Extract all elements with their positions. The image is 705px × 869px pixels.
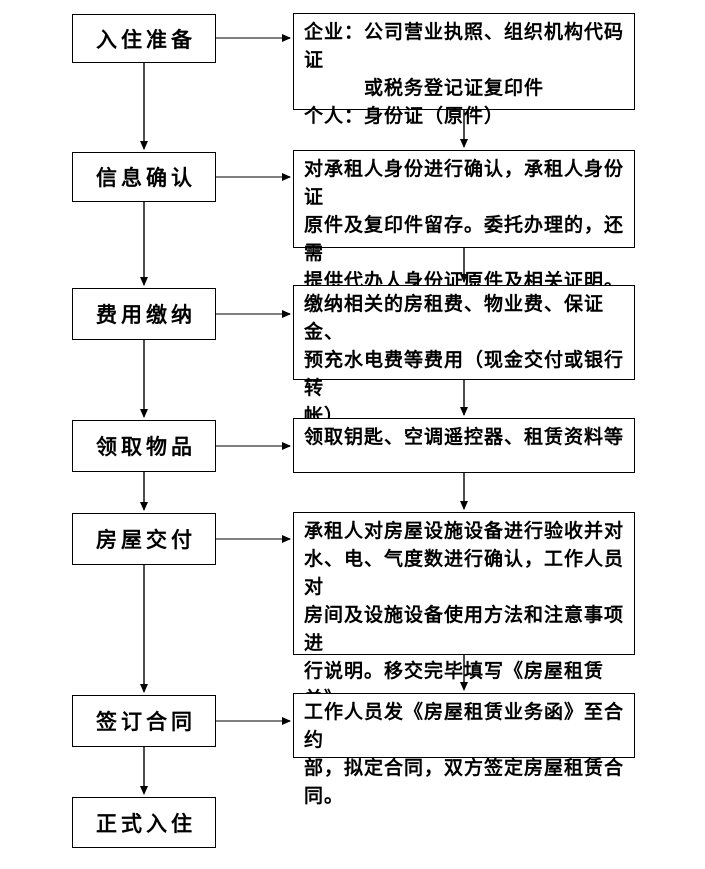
step-label: 房屋交付: [96, 529, 196, 552]
detail-box-info-confirm: 对承租人身份进行确认，承租人身份证 原件及复印件留存。委托办理的，还需 提供代办…: [293, 150, 635, 292]
step-label: 入住准备: [96, 28, 196, 52]
detail-text: 领取钥匙、空调遥控器、租赁资料等: [304, 427, 625, 448]
step-label: 领取物品: [96, 436, 196, 459]
detail-box-move-in-prep: 企业：公司营业执照、组织机构代码证 或税务登记证复印件 个人：身份证（原件）: [293, 13, 635, 127]
detail-box-house-handover: 承租人对房屋设施设备进行验收并对 水、电、气度数进行确认，工作人员对 房间及设施…: [293, 512, 635, 738]
step-box-move-in-prep: 入住准备: [72, 14, 216, 63]
detail-text: 工作人员发《房屋租赁业务函》至合约 部，拟定合同，双方签定房屋租赁合同。: [304, 702, 625, 807]
step-box-info-confirm: 信息确认: [72, 152, 216, 202]
detail-box-collect-items: 领取钥匙、空调遥控器、租赁资料等: [293, 418, 635, 473]
detail-text: 对承租人身份进行确认，承租人身份证 原件及复印件留存。委托办理的，还需 提供代办…: [304, 159, 625, 292]
step-label: 正式入住: [96, 812, 196, 836]
step-box-official-move-in: 正式入住: [72, 797, 216, 848]
detail-text: 企业：公司营业执照、组织机构代码证 或税务登记证复印件 个人：身份证（原件）: [304, 22, 625, 127]
step-label: 签订合同: [96, 711, 196, 734]
step-box-sign-contract: 签订合同: [72, 695, 216, 747]
step-label: 信息确认: [96, 167, 196, 190]
detail-box-fee-payment: 缴纳相关的房租费、物业费、保证金、 预充水电费等费用（现金交付或银行转 帐）: [293, 285, 635, 427]
step-label: 费用缴纳: [96, 304, 196, 327]
step-box-house-handover: 房屋交付: [72, 513, 216, 565]
detail-text: 缴纳相关的房租费、物业费、保证金、 预充水电费等费用（现金交付或银行转 帐）: [304, 294, 625, 427]
step-box-collect-items: 领取物品: [72, 420, 216, 472]
detail-box-sign-contract: 工作人员发《房屋租赁业务函》至合约 部，拟定合同，双方签定房屋租赁合同。: [293, 693, 635, 807]
step-box-fee-payment: 费用缴纳: [72, 288, 216, 340]
